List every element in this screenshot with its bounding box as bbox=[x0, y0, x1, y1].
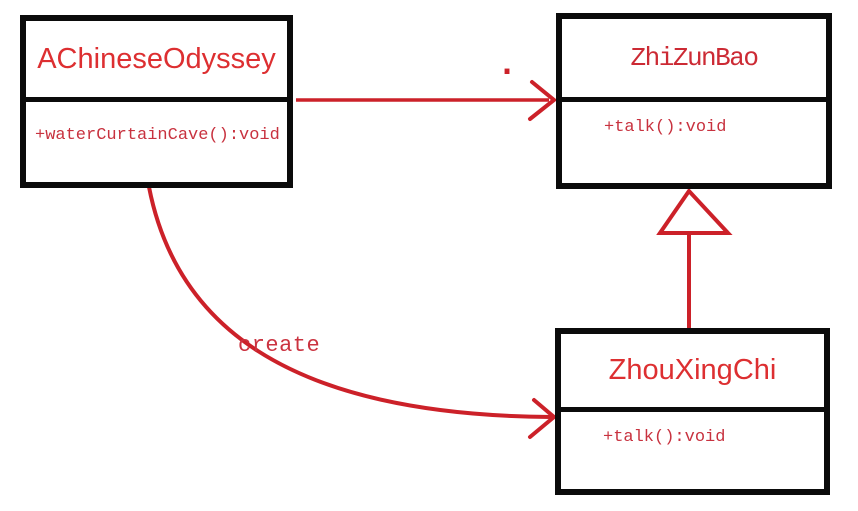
generalization-triangle bbox=[656, 187, 733, 235]
class-box-zhouxingchi: ZhouXingChi +talk():void bbox=[555, 328, 830, 495]
class-box-achineseodyssey: AChineseOdyssey +waterCurtainCave():void bbox=[20, 15, 293, 188]
stray-dot: . bbox=[498, 47, 517, 82]
class-method: +waterCurtainCave():void bbox=[26, 97, 287, 182]
create-dependency-curve bbox=[147, 186, 552, 419]
class-name: AChineseOdyssey bbox=[37, 42, 276, 75]
class-name: ZhiZunBao bbox=[630, 43, 759, 73]
class-method: +talk():void bbox=[562, 97, 826, 183]
class-name: ZhouXingChi bbox=[608, 354, 777, 386]
create-relation-label: create bbox=[238, 333, 321, 358]
class-box-zhizunbao: ZhiZunBao +talk():void bbox=[556, 13, 832, 189]
create-dependency-arrowhead bbox=[528, 398, 558, 439]
class-method: +talk():void bbox=[561, 407, 824, 489]
association-arrowhead bbox=[528, 80, 558, 121]
